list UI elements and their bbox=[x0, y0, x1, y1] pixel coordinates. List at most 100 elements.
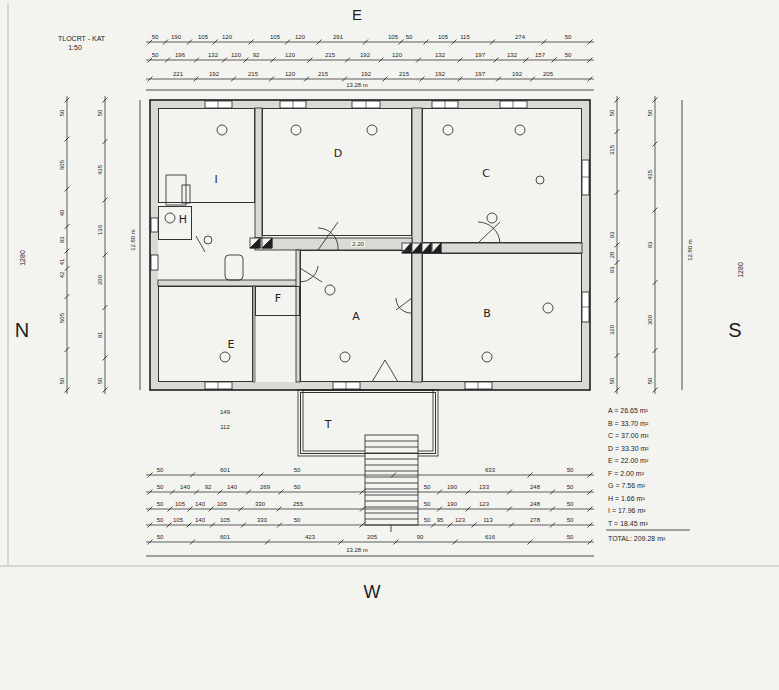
dimension-value: 136 bbox=[97, 224, 103, 236]
dimension-value: 92 bbox=[204, 484, 213, 490]
light-fixtures bbox=[543, 303, 553, 313]
window-mullions bbox=[582, 177, 589, 178]
windows bbox=[333, 382, 360, 389]
dimension-value: 50 bbox=[566, 517, 575, 523]
dimension-tick bbox=[437, 507, 442, 512]
dimension-value: 115 bbox=[459, 34, 471, 40]
window-mullions bbox=[293, 101, 294, 108]
dimension-tick bbox=[65, 266, 70, 271]
light-fixtures bbox=[367, 125, 377, 135]
dimension-value: 320 bbox=[609, 324, 615, 336]
dimension-tick bbox=[653, 388, 658, 393]
dimension-tick bbox=[194, 77, 199, 82]
dimension-value: 105 bbox=[174, 501, 186, 507]
dimension-tick bbox=[148, 58, 153, 63]
dimension-value: 95 bbox=[436, 517, 445, 523]
dimension-line bbox=[146, 475, 594, 476]
dimension-value: 300 bbox=[647, 314, 653, 326]
dimension-value: 50 bbox=[97, 377, 103, 386]
light-fixtures bbox=[482, 352, 492, 362]
room-outline: F bbox=[255, 286, 300, 316]
dimension-value: 140 bbox=[179, 484, 191, 490]
window-mullions bbox=[513, 101, 514, 108]
dimension-tick bbox=[194, 58, 199, 63]
dimension-value: 50 bbox=[566, 534, 575, 540]
dimension-value: 505 bbox=[59, 312, 65, 324]
dimension-value: 12.80 m bbox=[130, 228, 136, 252]
sheet-edge bbox=[0, 566, 779, 567]
dimension-value: 50 bbox=[59, 377, 65, 386]
scale-note: 1:50 bbox=[67, 44, 83, 51]
dimension-tick bbox=[103, 198, 108, 203]
door-swings bbox=[372, 360, 385, 382]
dimension-value: 1280 bbox=[19, 249, 26, 267]
room-letter: B bbox=[483, 308, 491, 319]
dimension-tick bbox=[550, 507, 555, 512]
dimension-tick bbox=[615, 243, 620, 248]
dimension-value: 105 bbox=[216, 501, 228, 507]
dimension-value: 133 bbox=[478, 484, 490, 490]
dimension-tick bbox=[148, 490, 153, 495]
dimension-value: 50 bbox=[647, 109, 653, 118]
dimension-value: 50 bbox=[609, 109, 615, 118]
dimension-tick bbox=[363, 40, 368, 45]
dimension-value: 50 bbox=[566, 501, 575, 507]
chimneys bbox=[422, 243, 431, 253]
dimension-value: 274 bbox=[514, 34, 526, 40]
windows bbox=[205, 382, 232, 389]
area-table-row: T = 18.45 m² bbox=[608, 519, 648, 526]
windows bbox=[151, 255, 158, 270]
dimension-tick bbox=[277, 523, 282, 528]
light-fixtures bbox=[204, 236, 212, 244]
chimneys bbox=[262, 238, 272, 248]
room-outline: E bbox=[158, 286, 253, 382]
dimension-value: 92 bbox=[252, 52, 261, 58]
dimension-value: 120 bbox=[294, 34, 306, 40]
dimension-value: 50 bbox=[293, 484, 302, 490]
area-table-row: E = 22.00 m² bbox=[608, 457, 648, 464]
dimension-tick bbox=[466, 490, 471, 495]
drawing-title: TLOCRT - KAT bbox=[58, 35, 105, 42]
dimension-tick bbox=[552, 58, 557, 63]
chimneys bbox=[402, 243, 411, 253]
dimension-value: 330 bbox=[254, 501, 266, 507]
dimension-value: 192 bbox=[359, 52, 371, 58]
dimension-tick bbox=[65, 388, 70, 393]
walls bbox=[422, 243, 582, 253]
dimension-tick bbox=[550, 523, 555, 528]
windows bbox=[582, 292, 589, 322]
chimneys bbox=[412, 243, 421, 253]
dimension-tick bbox=[448, 523, 453, 528]
dimension-value: 42 bbox=[59, 271, 65, 280]
dimension-tick bbox=[265, 540, 270, 545]
dimension-tick bbox=[103, 253, 108, 258]
dimension-tick bbox=[241, 523, 246, 528]
dimension-tick bbox=[210, 523, 215, 528]
walls bbox=[150, 100, 590, 390]
dimension-tick bbox=[277, 507, 282, 512]
dimension-value: 330 bbox=[256, 517, 268, 523]
light-fixtures bbox=[325, 285, 335, 295]
light-fixtures bbox=[220, 352, 230, 362]
dimension-tick bbox=[304, 77, 309, 82]
door-swings bbox=[318, 222, 338, 250]
dimension-tick bbox=[360, 490, 365, 495]
dimension-tick bbox=[490, 40, 495, 45]
dimension-tick bbox=[231, 77, 236, 82]
room-letter: D bbox=[334, 148, 342, 159]
dimension-value: 105 bbox=[387, 34, 399, 40]
dimension-line bbox=[146, 556, 594, 557]
dimension-value: 192 bbox=[511, 71, 523, 77]
dimension-tick bbox=[269, 77, 274, 82]
dimension-value: 190 bbox=[446, 501, 458, 507]
chimneys bbox=[422, 243, 431, 253]
area-table-row: A = 26.65 m² bbox=[608, 407, 648, 414]
dimension-value: 616 bbox=[484, 534, 496, 540]
light-fixtures bbox=[165, 125, 553, 362]
dimension-tick bbox=[279, 490, 284, 495]
dimension-value: 197 bbox=[474, 52, 486, 58]
dimension-tick bbox=[218, 490, 223, 495]
room-letter: T bbox=[325, 419, 332, 430]
